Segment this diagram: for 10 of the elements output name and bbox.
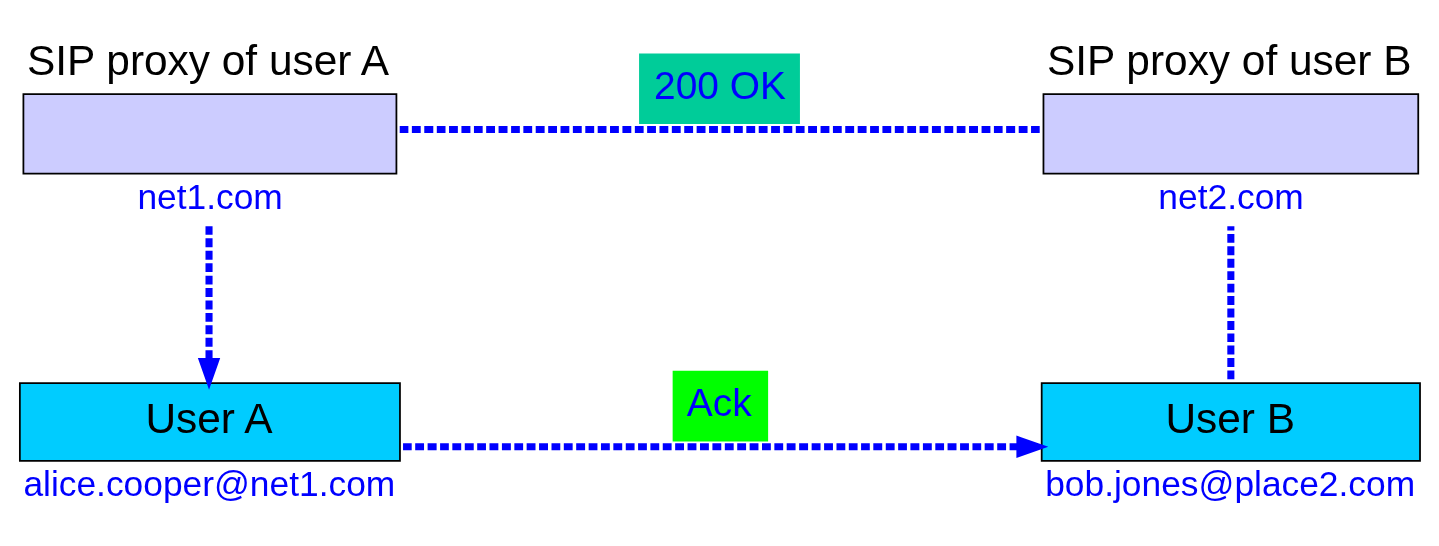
node-label: bob.jones@place2.com [1045, 463, 1416, 503]
node-label: net2.com [1158, 176, 1304, 216]
edge-label: Ack [686, 380, 752, 424]
node-label: SIP proxy of user A [26, 36, 390, 84]
node-label: net1.com [137, 176, 283, 216]
arrow [197, 225, 221, 390]
node-label: SIP proxy of user B [1047, 36, 1412, 84]
edge-label: 200 OK [654, 63, 786, 107]
connector [1227, 225, 1235, 379]
node-label: alice.cooper@net1.com [23, 463, 396, 503]
